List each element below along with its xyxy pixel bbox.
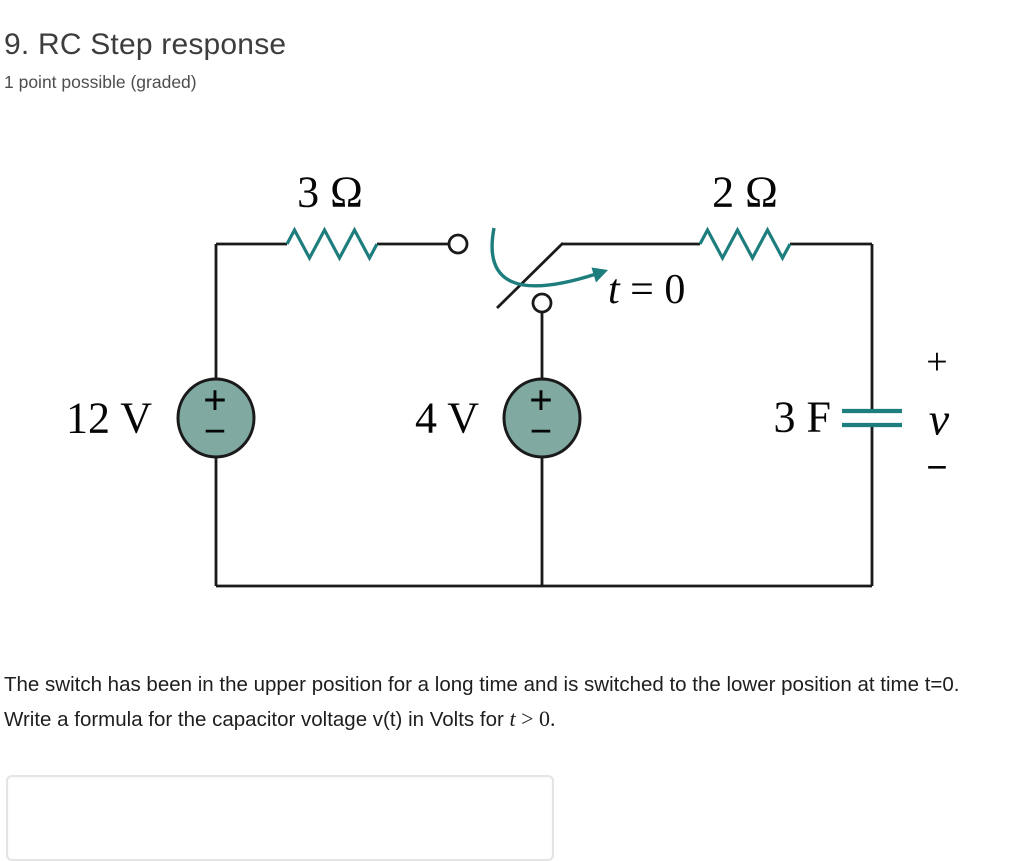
source-mid-plus: + xyxy=(529,378,553,424)
capacitor-icon xyxy=(842,408,902,428)
voltage-source-left-icon xyxy=(176,377,256,459)
statement-math-var: t xyxy=(509,705,516,731)
switch-time-label: t = 0 xyxy=(608,267,685,313)
cap-plus-label: + xyxy=(926,341,947,383)
switch-lower-contact xyxy=(531,292,553,314)
source-left-minus: − xyxy=(204,409,227,454)
source-left-plus: + xyxy=(203,378,227,424)
circuit-svg: + − + − 3 Ω 2 Ω 12 V 4 V 3 F t = 0 + v − xyxy=(66,168,950,588)
answer-input[interactable] xyxy=(6,775,554,861)
resistor-left-icon xyxy=(285,226,379,262)
switch-upper-contact xyxy=(447,233,469,255)
cap-voltage-label: v xyxy=(929,394,950,445)
statement-math-rest: > 0. xyxy=(515,705,556,731)
statement-text: The switch has been in the upper positio… xyxy=(4,673,960,731)
source-mid-minus: − xyxy=(530,409,553,454)
switch-arrowhead-icon xyxy=(591,267,608,283)
source-left-label: 12 V xyxy=(66,394,152,443)
switch-time-var: t xyxy=(608,267,621,313)
switch-time-rest: = 0 xyxy=(620,267,686,313)
cap-minus-label: − xyxy=(926,447,948,489)
statement-math: t > 0. xyxy=(510,706,556,731)
source-mid-label: 4 V xyxy=(415,394,479,443)
points-possible-label: 1 point possible (graded) xyxy=(4,72,197,92)
problem-statement: The switch has been in the upper positio… xyxy=(4,668,1006,736)
switch-arc-arrow xyxy=(490,227,597,288)
circuit-wires xyxy=(214,242,874,588)
resistor-right-label: 2 Ω xyxy=(712,168,778,217)
capacitor-label: 3 F xyxy=(774,393,831,442)
resistor-left-label: 3 Ω xyxy=(297,168,363,217)
page-title: 9. RC Step response xyxy=(4,28,287,62)
circuit-diagram: + − + − 3 Ω 2 Ω 12 V 4 V 3 F t = 0 + v − xyxy=(0,130,1024,620)
voltage-source-mid-icon xyxy=(502,377,582,459)
resistor-right-icon xyxy=(698,226,792,262)
switch-blade xyxy=(496,242,564,309)
